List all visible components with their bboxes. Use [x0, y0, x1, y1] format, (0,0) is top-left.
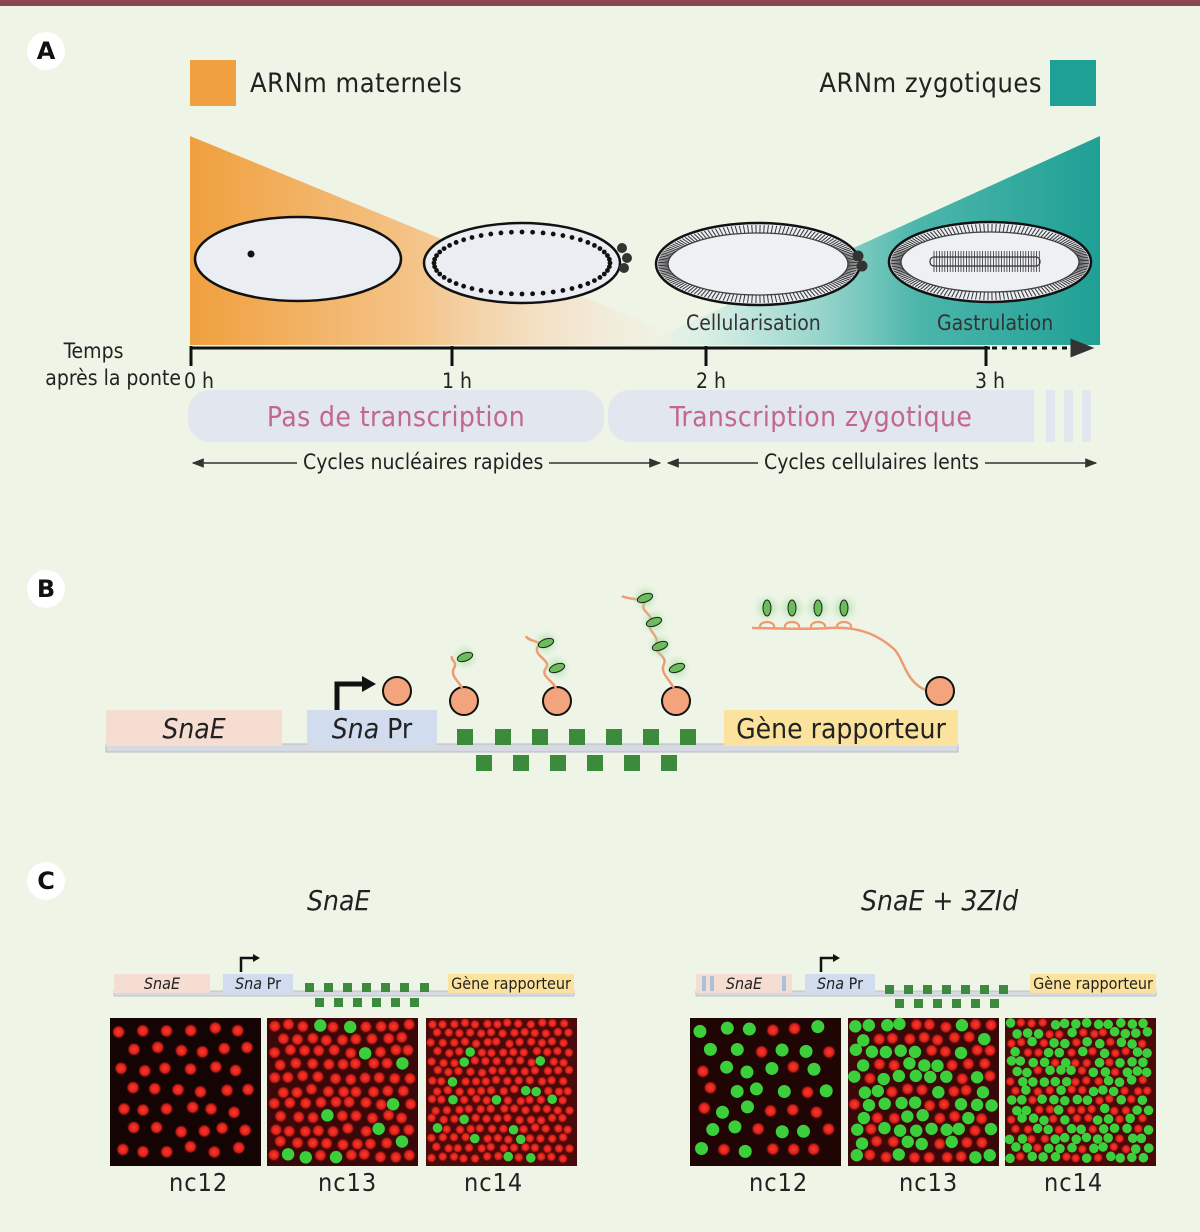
construct-left-tss-icon [239, 956, 256, 972]
construct-right-enhancer-label: SnaE [725, 974, 763, 993]
embryo-icon-3 [654, 221, 868, 307]
nascent-rna-2 [524, 629, 571, 689]
construct-left-promoter-name: Sna [235, 974, 263, 993]
stage-gastrulation: Gastrulation [937, 311, 1054, 335]
construct-right-enhancer: SnaE [696, 974, 792, 993]
transcription-start-arrow-icon [334, 681, 366, 710]
released-rna-ms2-loops [751, 593, 926, 692]
legend-maternal-label: ARNm maternels [250, 68, 463, 99]
promoter-suffix: Pr [387, 711, 413, 745]
construct-left-promoter: Sna Pr [223, 974, 293, 993]
rna-polymerase-icon [382, 676, 955, 716]
nascent-rna-3 [621, 584, 691, 689]
enhancer-box: SnaE [106, 710, 282, 746]
panel-letter-b: B [27, 570, 65, 608]
construct-left-enhancer: SnaE [114, 974, 210, 993]
embryo-icon-4 [887, 220, 1093, 304]
zld-site-marker [702, 976, 706, 991]
construct-right-reporter: Gène rapporteur [1030, 974, 1156, 993]
tick-3h: 3 h [975, 369, 1005, 393]
tick-2h: 2 h [696, 369, 726, 393]
construct-right-sites [885, 985, 1008, 1008]
construct-right-promoter: Sna Pr [805, 974, 875, 993]
left-nc14-label: nc14 [464, 1168, 524, 1197]
right-nc14-label: nc14 [1044, 1168, 1104, 1197]
tick-1h: 1 h [442, 369, 472, 393]
left-nc13-label: nc13 [318, 1168, 378, 1197]
cycles-slow-label: Cycles cellulaires lents [758, 450, 985, 474]
construct-right-promoter-name: Sna [817, 974, 845, 993]
left-nc12-label: nc12 [169, 1168, 229, 1197]
panel-letter-c: C [27, 862, 65, 900]
axis-label-line2: après la ponte [45, 366, 181, 390]
axis-label: Temps après la ponte [26, 338, 181, 392]
tick-0h: 0 h [184, 369, 214, 393]
legend-zygotic-swatch [1050, 60, 1096, 106]
top-accent-bar [0, 0, 1200, 6]
construct-right-promoter-suffix: Pr [848, 974, 863, 993]
nascent-rna-1 [450, 643, 479, 689]
condition-right-title: SnaE + 3ZId [861, 884, 1019, 917]
embryo-icon-2 [422, 221, 632, 305]
promoter-box: Sna Pr [307, 710, 437, 746]
panel-letter-a: A [27, 32, 65, 70]
microscopy-images [110, 1017, 1156, 1166]
phase-zygotic-transcription: Transcription zygotique [608, 390, 1034, 442]
right-nc12-label: nc12 [749, 1168, 809, 1197]
right-nc13-label: nc13 [899, 1168, 959, 1197]
binding-sites-row-2 [476, 755, 677, 771]
reporter-gene-box: Gène rapporteur [724, 710, 958, 746]
zld-site-marker [710, 976, 714, 991]
promoter-name: Sna [331, 711, 380, 745]
stage-cellularisation: Cellularisation [686, 311, 821, 335]
binding-sites-row-1 [457, 729, 696, 745]
embryo-icon-1 [193, 215, 403, 303]
phase-no-transcription: Pas de transcription [188, 390, 604, 442]
zld-site-marker [782, 976, 786, 991]
cycles-fast-label: Cycles nucléaires rapides [297, 450, 550, 474]
construct-right-tss-icon [819, 956, 836, 972]
condition-left-title: SnaE [307, 884, 371, 917]
legend-zygotic-label: ARNm zygotiques [819, 68, 1042, 99]
construct-left-sites [305, 983, 429, 1007]
construct-left-promoter-suffix: Pr [266, 974, 281, 993]
legend-maternal-swatch [190, 60, 236, 106]
construct-left-reporter: Gène rapporteur [448, 974, 574, 993]
axis-label-line1: Temps [63, 339, 124, 363]
